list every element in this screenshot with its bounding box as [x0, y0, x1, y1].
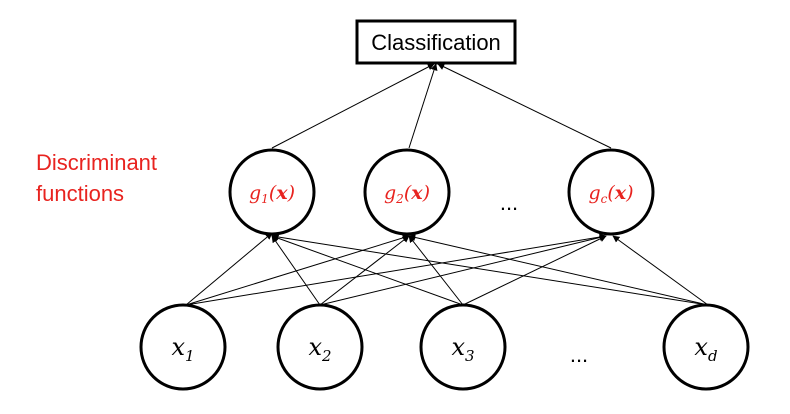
edge-x2-g1	[271, 235, 321, 306]
edge-x3-gc	[462, 235, 607, 306]
input-edges	[185, 232, 709, 306]
discriminant-node-gc: gc(x)	[567, 148, 655, 236]
edge-x3-g1	[271, 234, 464, 306]
input-ellipsis: ...	[570, 342, 588, 367]
discriminant-ellipsis: ...	[500, 190, 518, 215]
edge-x1-g2	[185, 234, 410, 306]
input-node-x1: x1	[139, 303, 227, 391]
edge-gc-classification	[437, 63, 612, 149]
input-label-x3: x3	[451, 333, 474, 365]
side-label-line1: Discriminant	[36, 150, 157, 175]
discriminant-node-g1: g1(x)	[228, 148, 316, 236]
edge-xd-gc	[612, 235, 709, 306]
edge-x3-g2	[408, 235, 464, 306]
edge-g1-classification	[271, 63, 435, 149]
edge-xd-g2	[408, 234, 709, 306]
input-node-x2: x2	[276, 303, 364, 391]
input-label-x1: x1	[171, 333, 194, 365]
discriminant-node-g2: g2(x)	[363, 148, 451, 236]
input-label-x2: x2	[308, 333, 331, 365]
discriminant-functions-label: Discriminant functions	[36, 150, 157, 206]
discriminant-label-g2: g2(x)	[384, 182, 430, 206]
edge-x1-gc	[185, 233, 607, 306]
edge-xd-g1	[271, 233, 709, 306]
classification-box: Classification	[355, 19, 517, 65]
classification-label: Classification	[371, 30, 501, 55]
edge-x2-gc	[319, 234, 607, 306]
edge-g2-classification	[408, 63, 438, 149]
output-edges	[271, 63, 612, 149]
discriminant-label-g1: g1(x)	[249, 182, 295, 206]
side-label-line2: functions	[36, 181, 124, 206]
edge-x1-g1	[185, 232, 273, 306]
input-node-x3: x3	[419, 303, 507, 391]
edge-x2-g2	[319, 235, 410, 306]
discriminant-label-gc: gc(x)	[588, 182, 633, 206]
input-label-xd: xd	[694, 333, 717, 365]
input-node-xd: xd	[662, 303, 750, 391]
